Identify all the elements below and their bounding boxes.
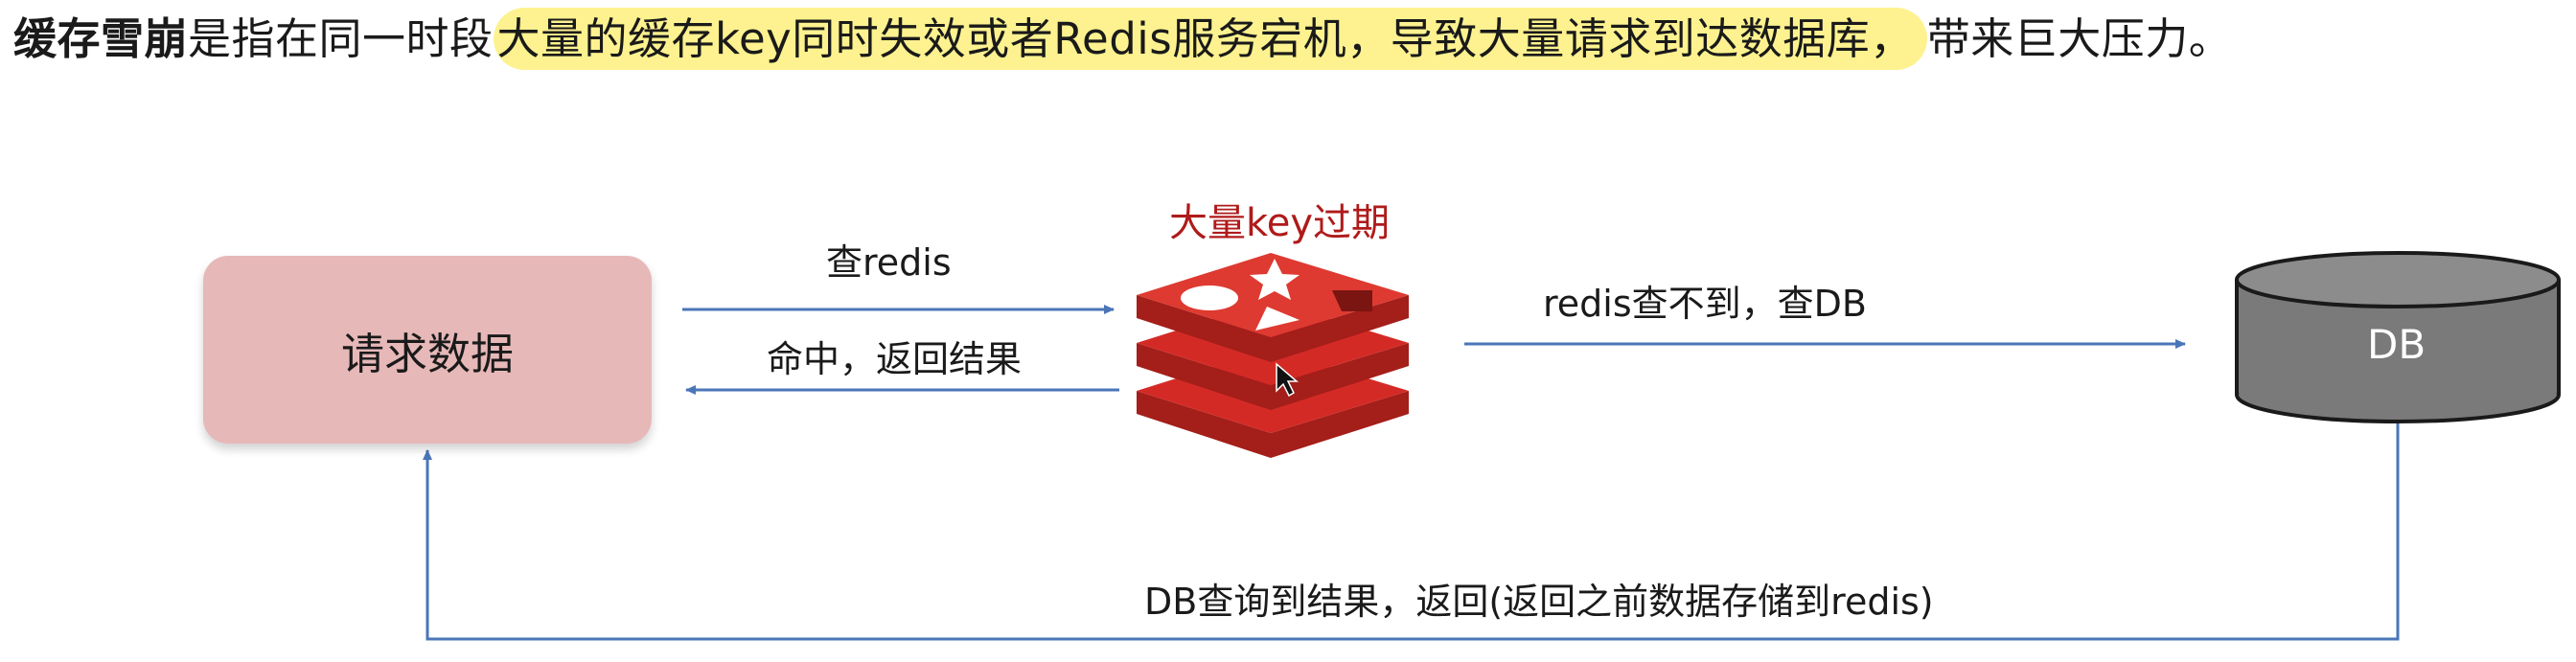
headline: 缓存雪崩是指在同一时段大量的缓存key同时失效或者Redis服务宕机，导致大量请…: [13, 2, 2232, 77]
client-request-box: 请求数据: [203, 256, 652, 444]
db-label: DB: [2367, 321, 2426, 368]
redis-logo-icon: [1137, 253, 1409, 458]
headline-tail: 带来巨大压力。: [1926, 13, 2233, 64]
edge-label-hit-return: 命中，返回结果: [767, 338, 1023, 380]
edge-label-query-redis: 查redis: [826, 241, 952, 284]
headline-term: 缓存雪崩: [13, 13, 189, 64]
client-request-label: 请求数据: [340, 328, 514, 379]
headline-highlight: 大量的缓存key同时失效或者Redis服务宕机，导致大量请求到达数据库，: [493, 8, 1927, 70]
edge-label-miss-query-db: redis查不到，查DB: [1543, 283, 1867, 325]
redis-caption: 大量key过期: [1169, 201, 1391, 245]
headline-intro: 是指在同一时段: [188, 13, 494, 64]
arrow-db-return: [423, 412, 2400, 641]
edge-label-db-return: DB查询到结果，返回(返回之前数据存储到redis): [1144, 581, 1934, 623]
database-cylinder-icon: [2235, 251, 2561, 423]
